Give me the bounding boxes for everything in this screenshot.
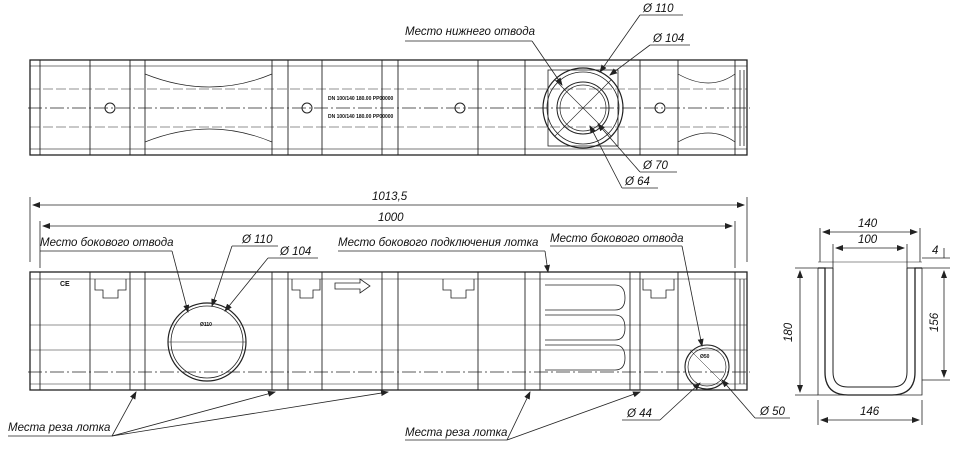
section-height: 180 — [783, 322, 795, 342]
front-view-leaders — [8, 245, 790, 441]
section-wall: 4 — [932, 245, 939, 257]
length-dimensions — [29, 197, 748, 268]
top-d110: Ø 110 — [643, 3, 674, 15]
cross-section-dimensions — [795, 228, 950, 425]
small-circle-marking: Ø50 — [700, 354, 710, 360]
front-d110: Ø 110 — [242, 234, 273, 246]
section-base: 146 — [860, 406, 880, 418]
side-outlet-right-label: Место бокового отвода — [550, 233, 684, 245]
front-d104: Ø 104 — [280, 246, 312, 258]
top-view — [28, 59, 750, 156]
front-d50: Ø 50 — [760, 406, 785, 418]
bottom-outlet-label: Место нижнего отвода — [405, 26, 536, 38]
front-d44: Ø 44 — [627, 408, 652, 420]
side-connection-label: Место бокового подключения лотка — [338, 237, 539, 249]
section-width-outer: 140 — [858, 218, 878, 230]
top-d104: Ø 104 — [653, 33, 685, 45]
cross-section — [817, 261, 923, 396]
top-d64: Ø 64 — [625, 176, 650, 188]
side-outlet-left-label: Место бокового отвода — [40, 237, 174, 249]
cut-places-left-label: Места реза лотка — [8, 422, 111, 434]
section-inner-height: 156 — [929, 312, 941, 332]
section-width-inner: 100 — [858, 234, 878, 246]
circle-marking: Ø110 — [200, 322, 212, 328]
product-stamp-1: DN 100/140 180.00 PP00000 — [328, 96, 394, 102]
ce-mark: CE — [60, 281, 70, 288]
front-view — [28, 271, 750, 391]
product-stamp-2: DN 100/140 180.00 PP00000 — [328, 114, 394, 120]
top-d70: Ø 70 — [643, 160, 668, 172]
length-total: 1013,5 — [372, 191, 408, 203]
cut-places-right-label: Места реза лотка — [405, 427, 508, 439]
length-inner: 1000 — [378, 212, 404, 224]
top-view-leaders — [405, 14, 690, 189]
